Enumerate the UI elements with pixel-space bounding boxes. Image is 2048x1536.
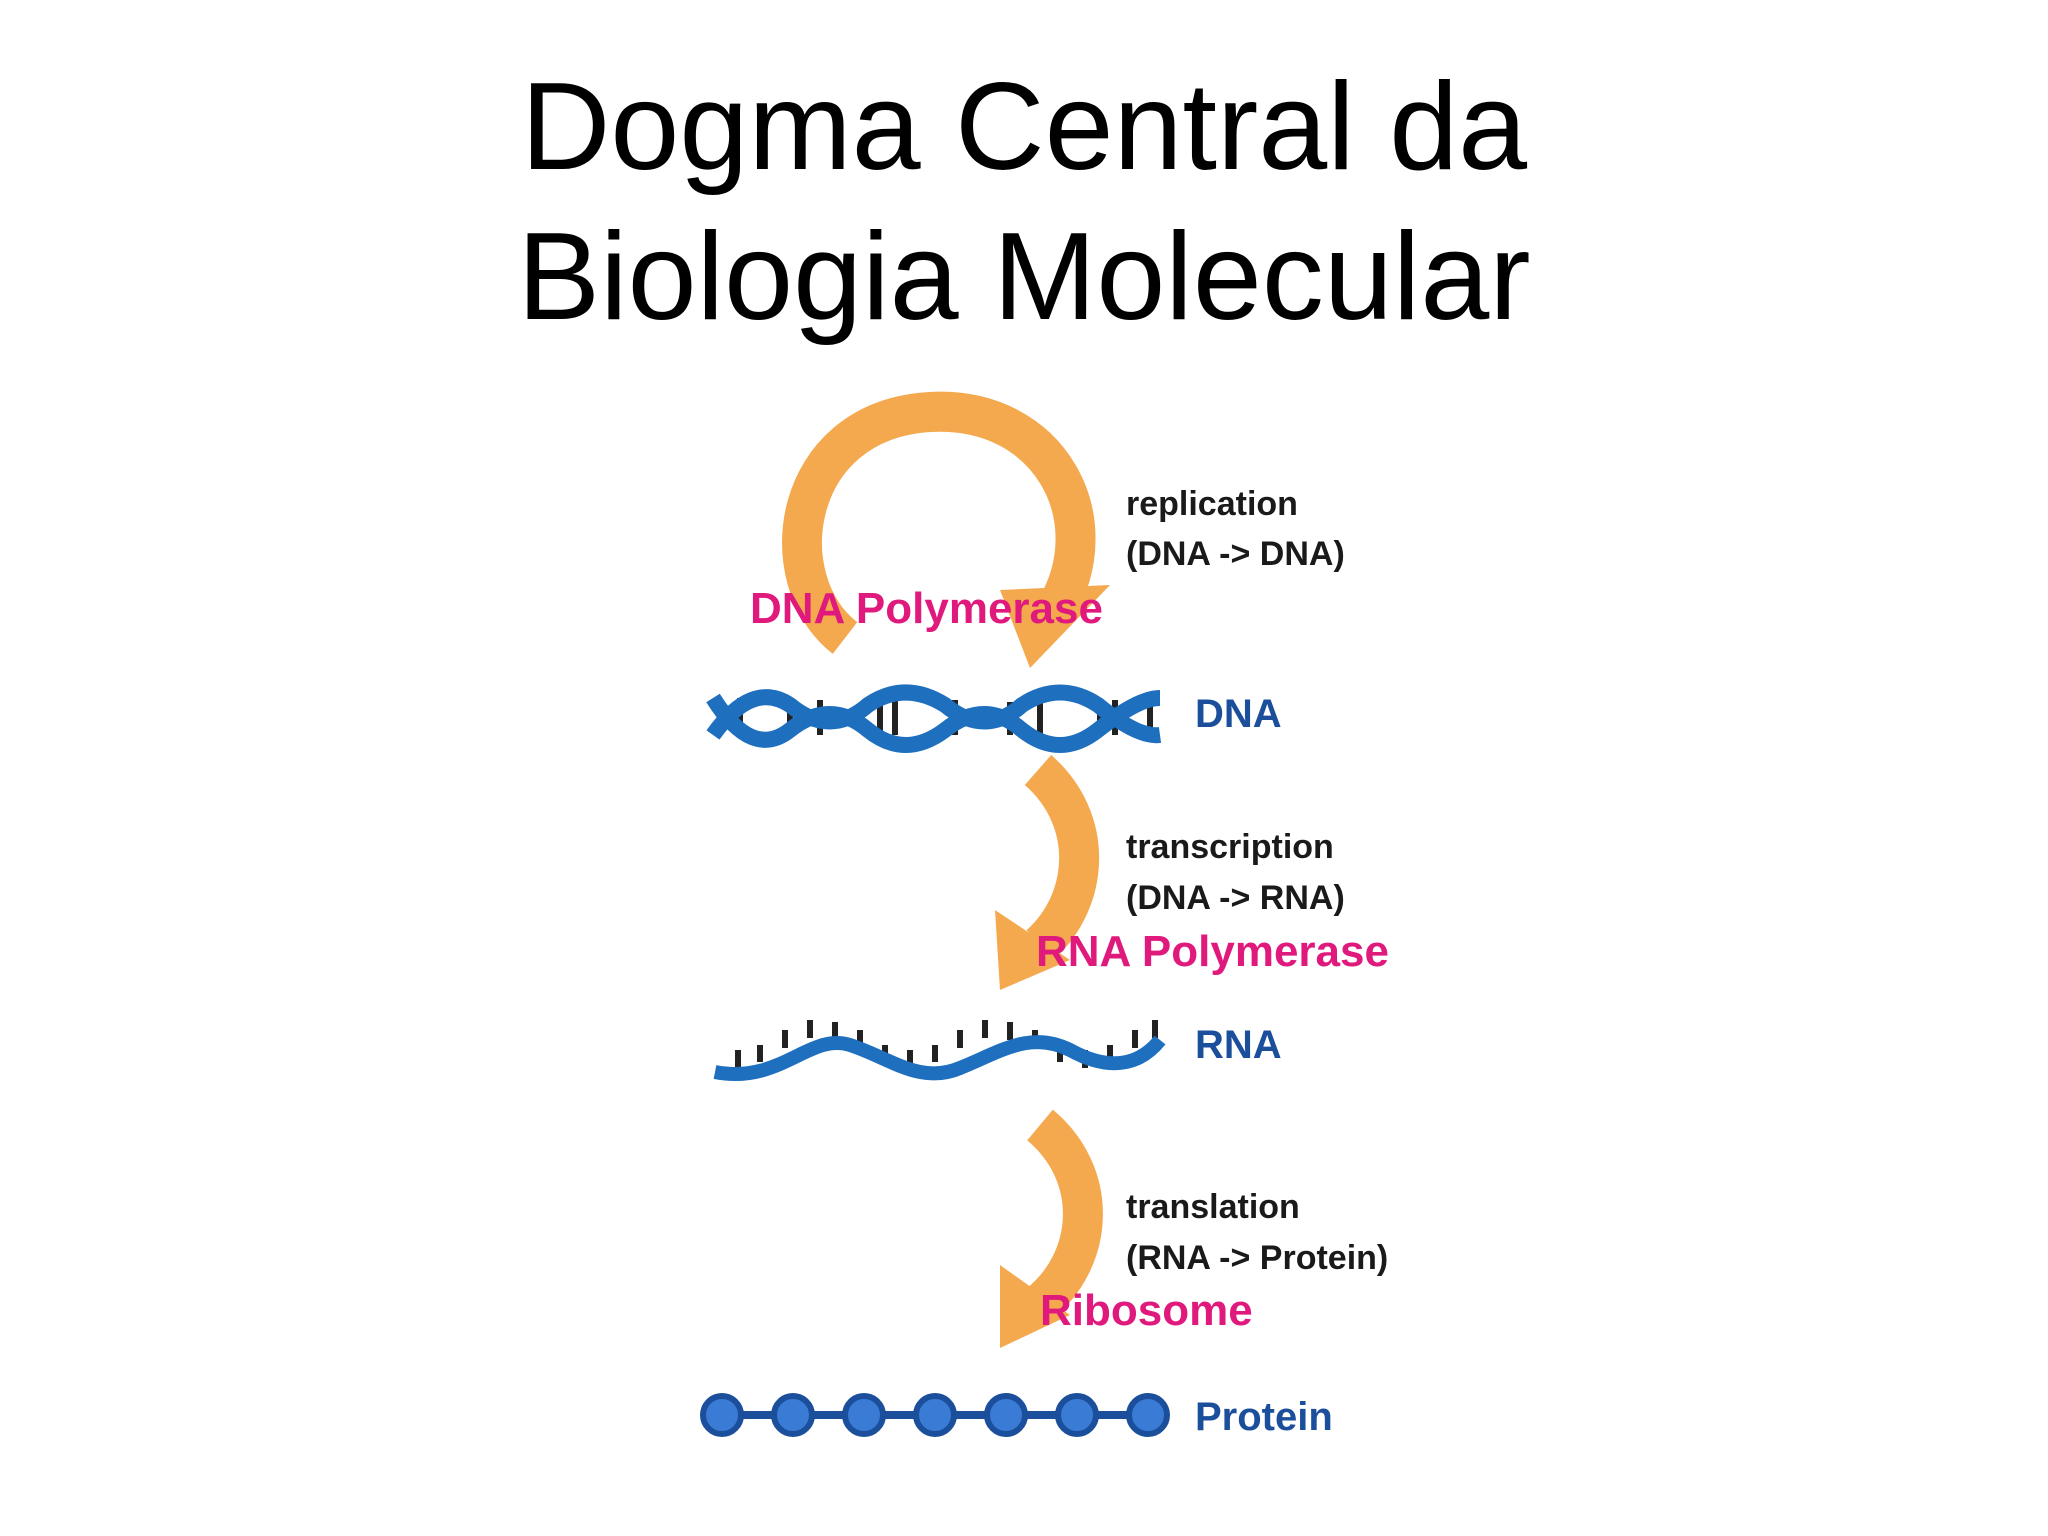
ribosome-label: Ribosome: [1040, 1286, 1253, 1335]
slide-title: Dogma Central da Biologia Molecular: [0, 52, 2048, 352]
transcription-arrow: [995, 754, 1100, 990]
transcription-process-label: transcription: [1126, 828, 1334, 866]
protein-chain: [700, 1393, 1170, 1437]
protein-label: Protein: [1195, 1395, 1333, 1439]
amino-acid: [984, 1393, 1028, 1437]
amino-acid: [842, 1393, 886, 1437]
replication-conversion-label: (DNA -> DNA): [1126, 535, 1345, 573]
rna-polymerase-label: RNA Polymerase: [1036, 927, 1389, 976]
amino-acid: [700, 1393, 744, 1437]
amino-acid: [1055, 1393, 1099, 1437]
replication-arrow: [782, 391, 1110, 668]
dna-helix: [706, 684, 1162, 753]
translation-process-label: translation: [1126, 1188, 1300, 1226]
transcription-conversion-label: (DNA -> RNA): [1126, 879, 1345, 917]
dna-label: DNA: [1195, 692, 1282, 736]
translation-arrow: [1000, 1109, 1103, 1348]
rna-label: RNA: [1195, 1023, 1282, 1067]
translation-conversion-label: (RNA -> Protein): [1126, 1239, 1388, 1277]
amino-acid: [913, 1393, 957, 1437]
amino-acid: [1126, 1393, 1170, 1437]
replication-process-label: replication: [1126, 485, 1298, 523]
dna-polymerase-label: DNA Polymerase: [750, 584, 1103, 633]
title-line-2: Biologia Molecular: [517, 208, 1531, 346]
rna-strand: [713, 1020, 1166, 1081]
title-line-1: Dogma Central da: [520, 58, 1528, 196]
amino-acid: [771, 1393, 815, 1437]
